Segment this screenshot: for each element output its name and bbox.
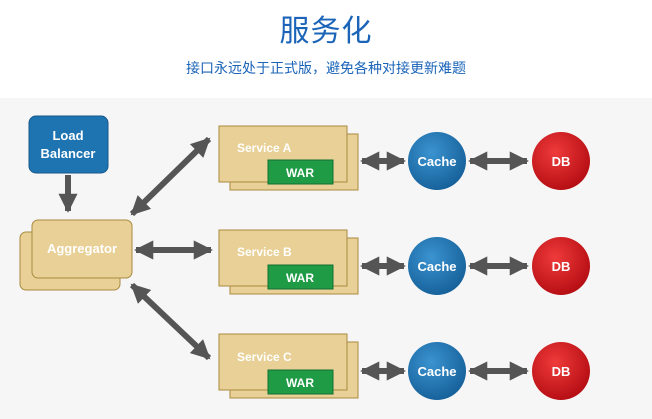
service-c-cache: Cache (408, 342, 466, 400)
page-title: 服务化 (279, 14, 373, 49)
service-a-war-label: WAR (286, 166, 314, 180)
page-subtitle: 接口永远处于正式版，避免各种对接更新难题 (186, 61, 466, 77)
service-a-cache: Cache (408, 132, 466, 190)
service-c-label: Service C (237, 350, 292, 364)
service-c-db: DB (532, 342, 590, 400)
service-c-cache-label: Cache (417, 364, 456, 379)
service-b-label: Service B (237, 245, 292, 259)
service-b-row: Service B WAR Cache DB (218, 229, 590, 295)
arrow-aggregator-service-a (129, 136, 212, 217)
service-c-war-label: WAR (286, 376, 314, 390)
service-b-db-label: DB (552, 259, 571, 274)
load-balancer-label-line1: Load (52, 128, 83, 143)
service-c-row: Service C WAR Cache DB (218, 333, 590, 400)
service-c-war (267, 369, 334, 395)
service-b-war-label: WAR (286, 271, 314, 285)
service-b-db: DB (532, 237, 590, 295)
service-a-label: Service A (237, 141, 292, 155)
service-c-node: Service C WAR (218, 333, 359, 399)
service-a-row: Service A WAR Cache DB (218, 125, 590, 191)
aggregator-label: Aggregator (47, 241, 117, 256)
load-balancer-node: Load Balancer (28, 115, 109, 174)
arrow-aggregator-service-c (129, 282, 212, 361)
service-a-cache-label: Cache (417, 154, 456, 169)
service-b-cache: Cache (408, 237, 466, 295)
service-a-war (267, 159, 334, 185)
service-a-node: Service A WAR (218, 125, 359, 191)
load-balancer-label-line2: Balancer (41, 146, 96, 161)
aggregator-node: Aggregator (19, 219, 133, 291)
service-a-db-label: DB (552, 154, 571, 169)
service-a-db: DB (532, 132, 590, 190)
service-c-db-label: DB (552, 364, 571, 379)
service-b-node: Service B WAR (218, 229, 359, 295)
service-b-cache-label: Cache (417, 259, 456, 274)
service-b-war (267, 264, 334, 290)
